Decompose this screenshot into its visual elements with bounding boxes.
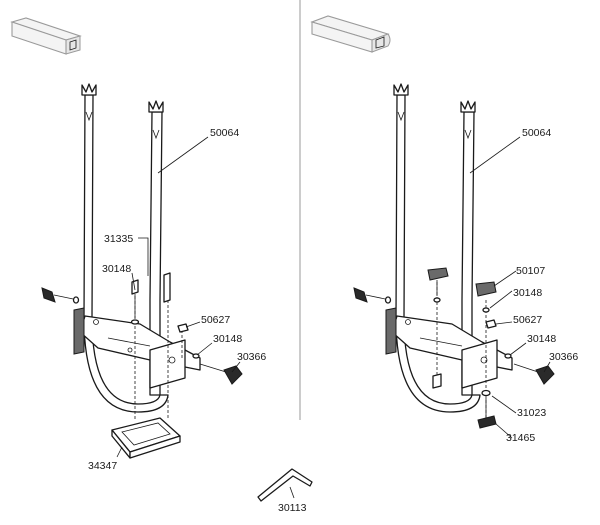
side-knob-right <box>353 287 392 304</box>
label-31335: 31335 <box>104 233 133 245</box>
knob-30366-right <box>513 363 555 385</box>
left-assembly: 50064 31335 30148 50627 30148 30366 3434… <box>10 17 266 472</box>
washer-30148-right <box>504 353 512 359</box>
arm-50064-left <box>81 83 169 413</box>
knob-30366-left <box>199 363 243 385</box>
label-30148-bolt-left: 30148 <box>102 263 131 275</box>
label-34347: 34347 <box>88 460 117 472</box>
arm-50064-right <box>393 83 481 413</box>
base-plate-34347 <box>111 417 181 459</box>
label-30366-right: 30366 <box>549 351 578 363</box>
hex-key-icon <box>257 468 313 502</box>
label-30113: 30113 <box>278 502 307 514</box>
t-bolt-31465 <box>477 398 497 429</box>
label-31023: 31023 <box>517 407 546 419</box>
label-30366-left: 30366 <box>237 351 266 363</box>
washer-30148-bolt <box>130 319 140 325</box>
aero-rail-icon <box>310 15 391 53</box>
label-31465: 31465 <box>506 432 535 444</box>
bracket-left <box>73 307 201 389</box>
pin-right <box>432 373 442 389</box>
knob-top-right <box>475 281 497 313</box>
label-30148-left: 30148 <box>213 333 242 345</box>
label-50064-left: 50064 <box>210 127 239 139</box>
star-knob-50107 <box>427 267 449 303</box>
square-rail-icon <box>10 17 82 55</box>
nut-50627-right <box>485 319 497 329</box>
right-assembly: 50064 50107 30148 50627 30148 30366 3102… <box>310 15 578 444</box>
label-30148-right: 30148 <box>527 333 556 345</box>
label-50064-right: 50064 <box>522 127 551 139</box>
bracket-right <box>385 307 513 389</box>
bolt-31335 <box>131 272 171 318</box>
side-knob-left <box>41 287 80 304</box>
nut-50627 <box>177 323 189 333</box>
washer-31023 <box>481 389 491 397</box>
label-50627-left: 50627 <box>201 314 230 326</box>
label-30148-knob-right: 30148 <box>513 287 542 299</box>
label-50107: 50107 <box>516 265 545 277</box>
label-50627-right: 50627 <box>513 314 542 326</box>
